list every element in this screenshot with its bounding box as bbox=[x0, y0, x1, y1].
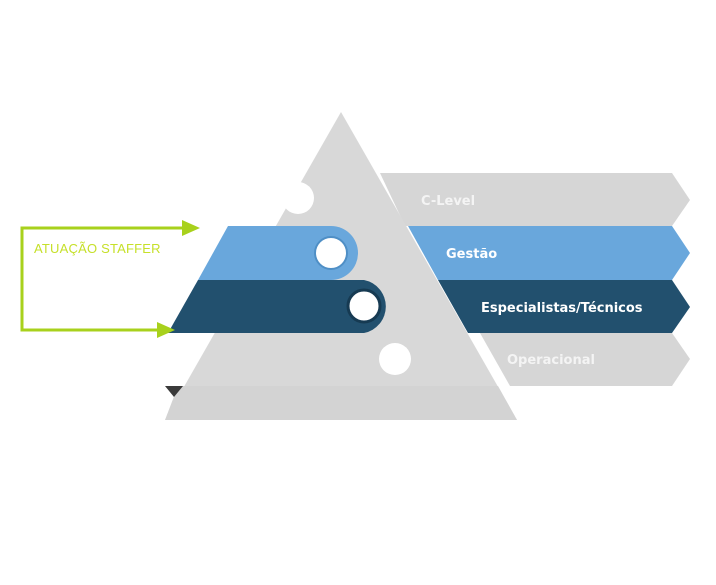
level-band-especialistas bbox=[168, 280, 690, 333]
pyramid-base-step bbox=[165, 386, 517, 420]
bracket-arrow-top-icon bbox=[182, 220, 200, 236]
bracket-arrow-bottom-icon bbox=[157, 322, 175, 338]
marker-icon bbox=[165, 386, 183, 397]
level-label-especialistas: Especialistas/Técnicos bbox=[481, 301, 643, 316]
level-circle-operacional bbox=[379, 343, 411, 375]
level-label-c-level: C-Level bbox=[421, 194, 475, 209]
level-band-operacional bbox=[480, 333, 690, 386]
level-circle-gestao bbox=[314, 236, 348, 270]
staffer-bracket bbox=[20, 226, 184, 332]
level-circle-especialistas bbox=[346, 288, 382, 324]
level-label-operacional: Operacional bbox=[507, 353, 595, 368]
level-band-c-level bbox=[380, 173, 690, 226]
level-band-gestao bbox=[198, 226, 690, 280]
staffer-label: ATUAÇÃO STAFFER bbox=[34, 241, 161, 256]
level-label-gestao: Gestão bbox=[446, 247, 497, 262]
level-circle-c-level bbox=[282, 182, 314, 214]
